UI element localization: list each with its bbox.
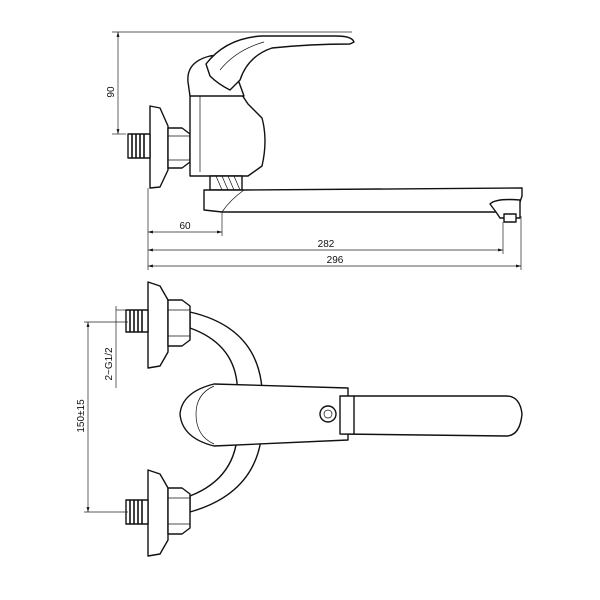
side-view: [127, 35, 523, 223]
side-mixer-body: [189, 91, 266, 177]
dim-thread-size-label: 2~G1/2: [104, 347, 115, 381]
dim-offset-label: 60: [179, 221, 191, 232]
side-spout: [203, 187, 523, 217]
side-aerator-link: [209, 175, 243, 191]
top-upper-flange: [147, 281, 169, 369]
dim-reach-label: 282: [318, 239, 335, 250]
top-lever-screw: [319, 405, 337, 423]
top-upper-thread: [125, 309, 149, 333]
top-dimensions: 150±15 2~G1/2: [76, 306, 128, 513]
side-inlet-thread: [127, 133, 151, 159]
dim-height-label: 90: [106, 86, 117, 98]
dim-centre-distance-label: 150±15: [76, 399, 87, 433]
top-view: [125, 281, 523, 557]
side-dimensions: 90 60 282 296: [106, 31, 522, 270]
top-lever-handle: [339, 395, 523, 437]
dim-overall-label: 296: [327, 255, 344, 266]
side-hex-nut: [167, 127, 191, 169]
top-lower-flange: [147, 469, 169, 557]
top-upper-nut: [167, 299, 191, 347]
top-lower-nut: [167, 487, 191, 535]
top-mixer-center: [179, 383, 349, 447]
side-lever-handle: [205, 35, 355, 91]
top-lower-thread: [125, 499, 149, 525]
side-wall-flange: [149, 105, 169, 189]
